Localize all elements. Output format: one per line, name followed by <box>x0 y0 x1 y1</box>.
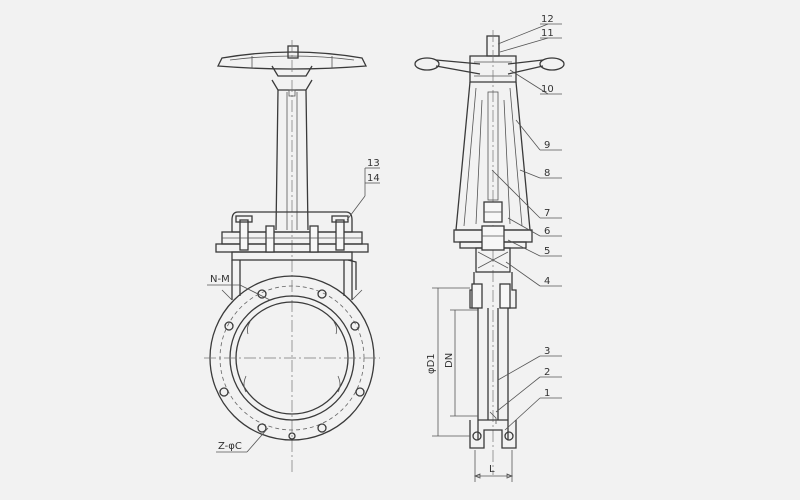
dim-n-m: N-M <box>210 274 230 285</box>
callout-3: 3 <box>544 346 550 357</box>
labels: 12 11 10 9 8 7 6 5 4 3 2 1 13 14 N-M Z-φ… <box>210 14 554 475</box>
front-leaders <box>207 167 380 453</box>
callout-5: 5 <box>544 246 550 257</box>
callout-9: 9 <box>544 140 550 151</box>
callout-2: 2 <box>544 367 550 378</box>
callout-6: 6 <box>544 226 550 237</box>
callout-8: 8 <box>544 168 550 179</box>
front-view <box>204 40 380 475</box>
callout-10: 10 <box>541 84 554 95</box>
dim-z-phi-c: Z-φC <box>218 441 242 452</box>
dim-dn: DN <box>444 353 455 368</box>
side-dimensions <box>432 287 514 482</box>
side-body <box>469 272 517 449</box>
callout-12: 12 <box>541 14 554 25</box>
front-yoke <box>271 40 313 475</box>
callout-11: 11 <box>541 28 554 39</box>
side-view <box>414 23 565 482</box>
side-gland <box>475 225 511 273</box>
callout-14: 14 <box>367 173 380 184</box>
dim-phi-d1: φD1 <box>426 353 437 374</box>
callout-1: 1 <box>544 388 550 399</box>
side-handwheel <box>414 30 565 475</box>
side-leaders <box>491 23 562 431</box>
callout-4: 4 <box>544 276 550 287</box>
dim-l: L <box>489 464 495 475</box>
callout-13: 13 <box>367 158 380 169</box>
front-bonnet <box>215 211 369 261</box>
callout-7: 7 <box>544 208 550 219</box>
front-body <box>221 259 363 301</box>
front-flange <box>204 275 380 441</box>
